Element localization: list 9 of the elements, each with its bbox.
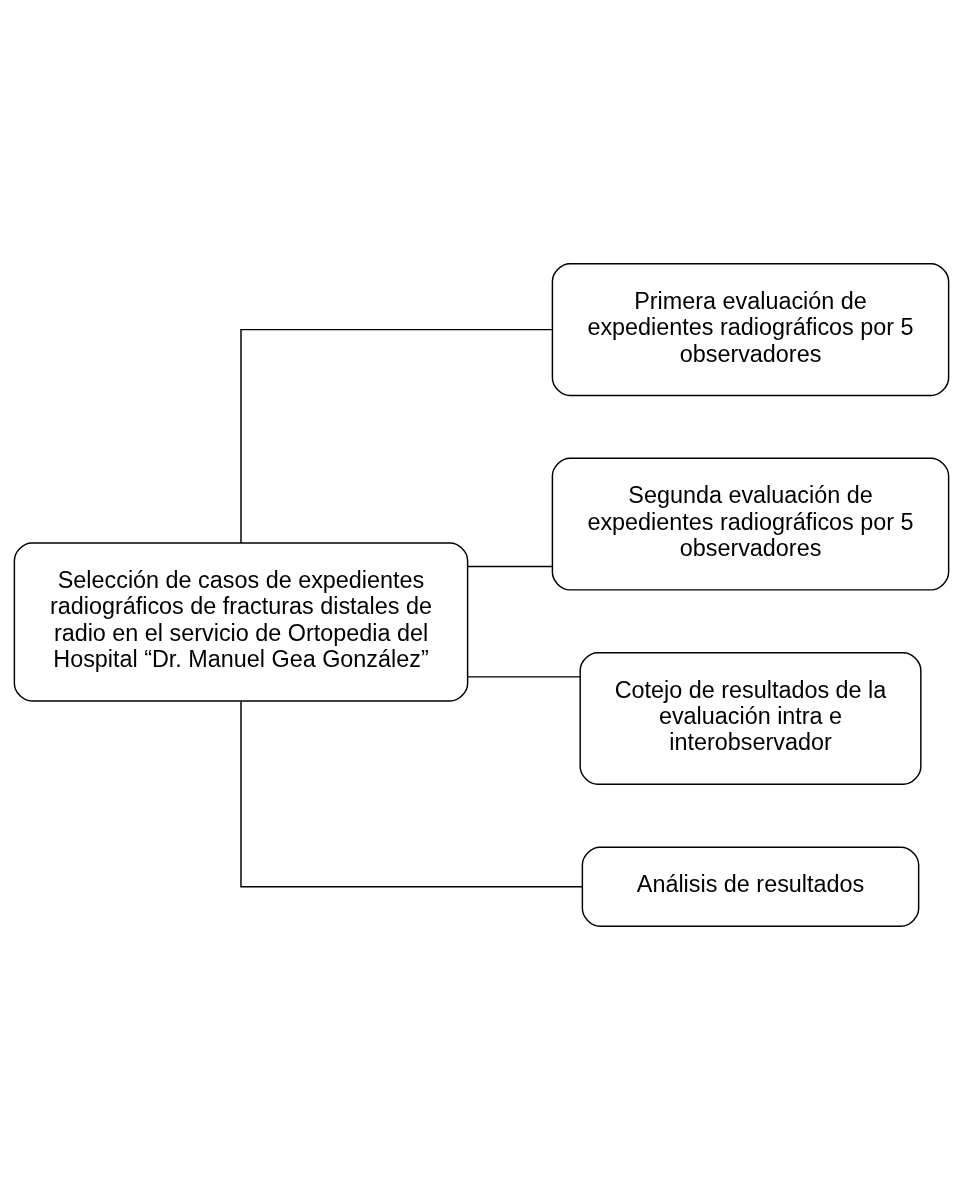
node-box: Segunda evaluación de expedientes radiográficos por 5 observadores: [551, 457, 950, 591]
connector: [240, 700, 583, 887]
node-box: Cotejo de resultados de la evaluación intra e interobservador: [579, 651, 922, 785]
connector: [240, 328, 553, 544]
connector: [467, 675, 581, 678]
connector: [467, 565, 553, 567]
node-box: Análisis de resultados: [581, 845, 920, 927]
node-box: Primera evaluación de expedientes radiográficos por 5 observadores: [551, 262, 950, 396]
node-box: Selección de casos de expedientes radiográficos de fracturas distales de radio en el servicio de Ortopedia del Hospital “Dr. Manuel Gea González”: [13, 541, 469, 702]
